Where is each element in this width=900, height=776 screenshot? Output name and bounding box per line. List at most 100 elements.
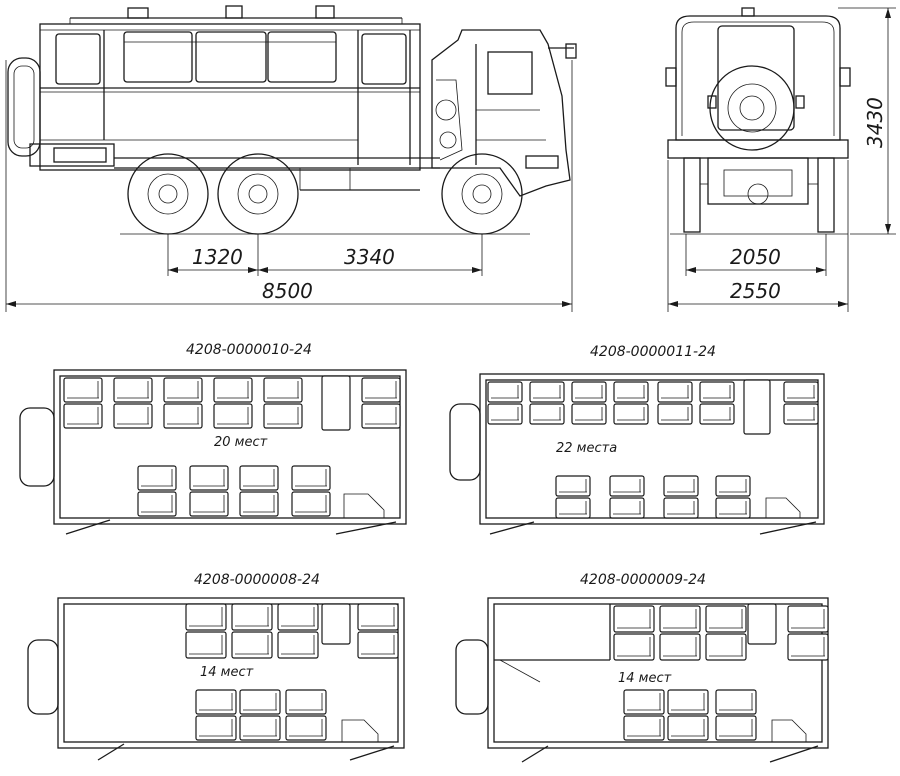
rear-light-box <box>53 147 107 163</box>
seat-icon <box>657 403 693 425</box>
seat-icon <box>705 633 747 661</box>
seat-icon <box>571 403 607 425</box>
plan-4-cabinet <box>747 603 777 645</box>
dim-1320: 1320 <box>192 245 243 269</box>
seat-icon <box>231 603 273 631</box>
floor-plans: 4208-0000010-24 20 мест 4208-0000011-24 … <box>19 342 829 763</box>
seat-icon <box>163 377 203 403</box>
side-dimensions: 1320 3340 8500 <box>5 60 573 312</box>
seat-icon <box>667 689 709 715</box>
seat-icon <box>705 605 747 633</box>
seat-icon <box>571 381 607 403</box>
plan-3-seats: 14 мест <box>200 665 254 680</box>
seat-icon <box>613 403 649 425</box>
plan-3-code: 4208-0000008-24 <box>194 572 320 588</box>
seat-icon <box>195 715 237 741</box>
seat-icon <box>263 403 303 429</box>
door-window <box>361 33 407 85</box>
plan-4-spare-wheel <box>455 639 489 715</box>
rear-spare-wheel <box>709 65 795 151</box>
seat-icon <box>715 715 757 741</box>
seat-icon <box>783 381 819 403</box>
window-1 <box>123 31 193 83</box>
rear-view <box>665 7 851 235</box>
dim-3340: 3340 <box>344 245 395 269</box>
rear-body <box>675 15 841 141</box>
plan-4-code: 4208-0000009-24 <box>580 572 706 588</box>
plan-3-cabinet <box>321 603 351 645</box>
dim-3430: 3430 <box>863 97 887 148</box>
seat-icon <box>357 631 399 659</box>
dim-2550: 2550 <box>730 279 781 303</box>
dim-8500: 8500 <box>262 279 313 303</box>
plan-4208-0000009-24: 4208-0000009-24 14 мест <box>455 572 829 763</box>
seat-icon <box>195 689 237 715</box>
seat-icon <box>623 689 665 715</box>
seat-icon <box>239 689 281 715</box>
seat-icon <box>657 381 693 403</box>
seat-icon <box>487 403 523 425</box>
seat-icon <box>667 715 709 741</box>
seat-icon <box>609 497 645 519</box>
rear-tyre-left <box>683 157 701 233</box>
seat-icon <box>783 403 819 425</box>
seat-icon <box>663 475 699 497</box>
cab-window <box>487 51 533 95</box>
plan-4208-0000008-24: 4208-0000008-24 14 мест <box>27 572 405 761</box>
plan-4-seats: 14 мест <box>618 671 672 686</box>
rear-door <box>717 25 795 131</box>
seat-icon <box>715 497 751 519</box>
rear-dimensions: 2050 2550 3430 <box>667 7 896 312</box>
seat-icon <box>361 377 401 403</box>
seat-icon <box>189 491 229 517</box>
plan-2-seats: 22 места <box>556 441 617 456</box>
rear-wheel-2 <box>217 153 299 235</box>
seat-icon <box>185 631 227 659</box>
seat-icon <box>277 631 319 659</box>
seat-icon <box>555 497 591 519</box>
seat-icon <box>659 633 701 661</box>
seat-icon <box>285 715 327 741</box>
seat-icon <box>787 605 829 633</box>
plan-1-cabinet <box>321 375 351 431</box>
plan-2-spare-wheel <box>449 403 481 481</box>
seat-icon <box>663 497 699 519</box>
seat-icon <box>529 381 565 403</box>
rear-window <box>55 33 101 85</box>
seat-icon <box>277 603 319 631</box>
seat-icon <box>487 381 523 403</box>
plan-4208-0000010-24: 4208-0000010-24 20 мест <box>19 342 407 535</box>
seat-icon <box>113 377 153 403</box>
seat-icon <box>163 403 203 429</box>
seat-icon <box>239 465 279 491</box>
seat-icon <box>715 475 751 497</box>
seat-icon <box>613 605 655 633</box>
seat-icon <box>787 633 829 661</box>
seat-icon <box>137 491 177 517</box>
seat-icon <box>185 603 227 631</box>
seat-icon <box>113 403 153 429</box>
seat-icon <box>613 381 649 403</box>
plan-1-spare-wheel <box>19 407 55 487</box>
side-view <box>7 5 577 235</box>
plan-3-spare-wheel <box>27 639 59 715</box>
seat-icon <box>189 465 229 491</box>
seat-icon <box>357 603 399 631</box>
seat-icon <box>213 403 253 429</box>
seat-icon <box>291 491 331 517</box>
seat-icon <box>555 475 591 497</box>
seat-icon <box>361 403 401 429</box>
seat-icon <box>231 631 273 659</box>
plan-2-code: 4208-0000011-24 <box>590 344 716 360</box>
seat-icon <box>715 689 757 715</box>
plan-2-cabinet <box>743 379 771 435</box>
seat-icon <box>63 377 103 403</box>
plan-1-seats: 20 мест <box>214 435 268 450</box>
seat-icon <box>137 465 177 491</box>
seat-icon <box>239 491 279 517</box>
seat-icon <box>613 633 655 661</box>
seat-icon <box>699 381 735 403</box>
seat-icon <box>623 715 665 741</box>
plan-4208-0000011-24: 4208-0000011-24 22 места <box>449 344 825 535</box>
